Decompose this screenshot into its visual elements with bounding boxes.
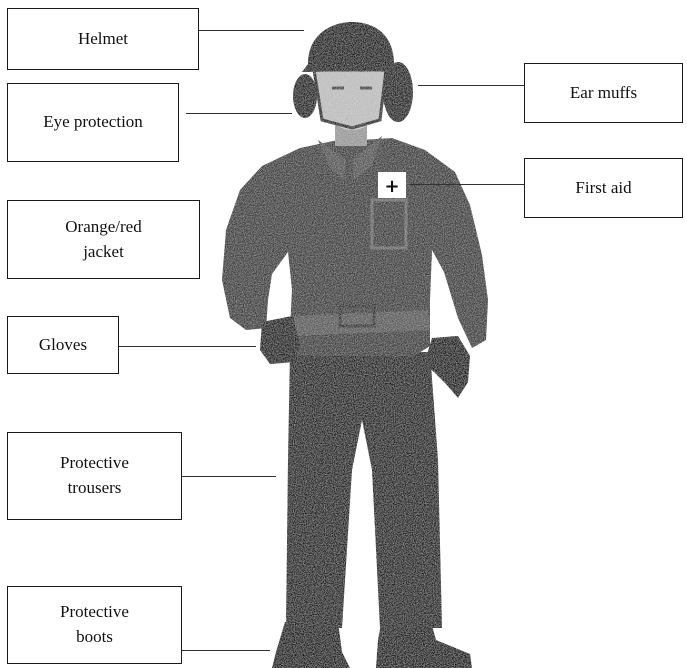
helmet-shape <box>302 22 400 72</box>
visor-shape <box>314 70 386 128</box>
trousers-label: Protective trousers <box>7 432 182 520</box>
gloves-leader-line <box>119 346 256 347</box>
first-aid-label: First aid <box>524 158 683 218</box>
trousers-shape <box>286 352 442 628</box>
trousers-leader-line <box>182 476 276 477</box>
left-glove-shape <box>260 316 300 364</box>
helmet-leader-line <box>199 30 304 31</box>
left-ear-muff <box>293 74 317 118</box>
ear-muffs-label: Ear muffs <box>524 63 683 123</box>
eye-protection-label: Eye protection <box>7 83 179 162</box>
boots-leader-line <box>182 650 270 651</box>
jacket-label: Orange/red jacket <box>7 200 200 279</box>
boots-label: Protective boots <box>7 586 182 664</box>
worker-figure <box>222 22 488 668</box>
helmet-label: Helmet <box>7 8 199 70</box>
left-boot-shape <box>272 622 350 668</box>
right-ear-muff <box>383 62 413 122</box>
eye-protection-leader-line <box>186 113 292 114</box>
gloves-label: Gloves <box>7 316 119 374</box>
ear-muffs-leader-line <box>418 85 524 86</box>
first-aid-leader-line <box>410 184 524 185</box>
first-aid-cross-icon: + <box>384 176 399 197</box>
